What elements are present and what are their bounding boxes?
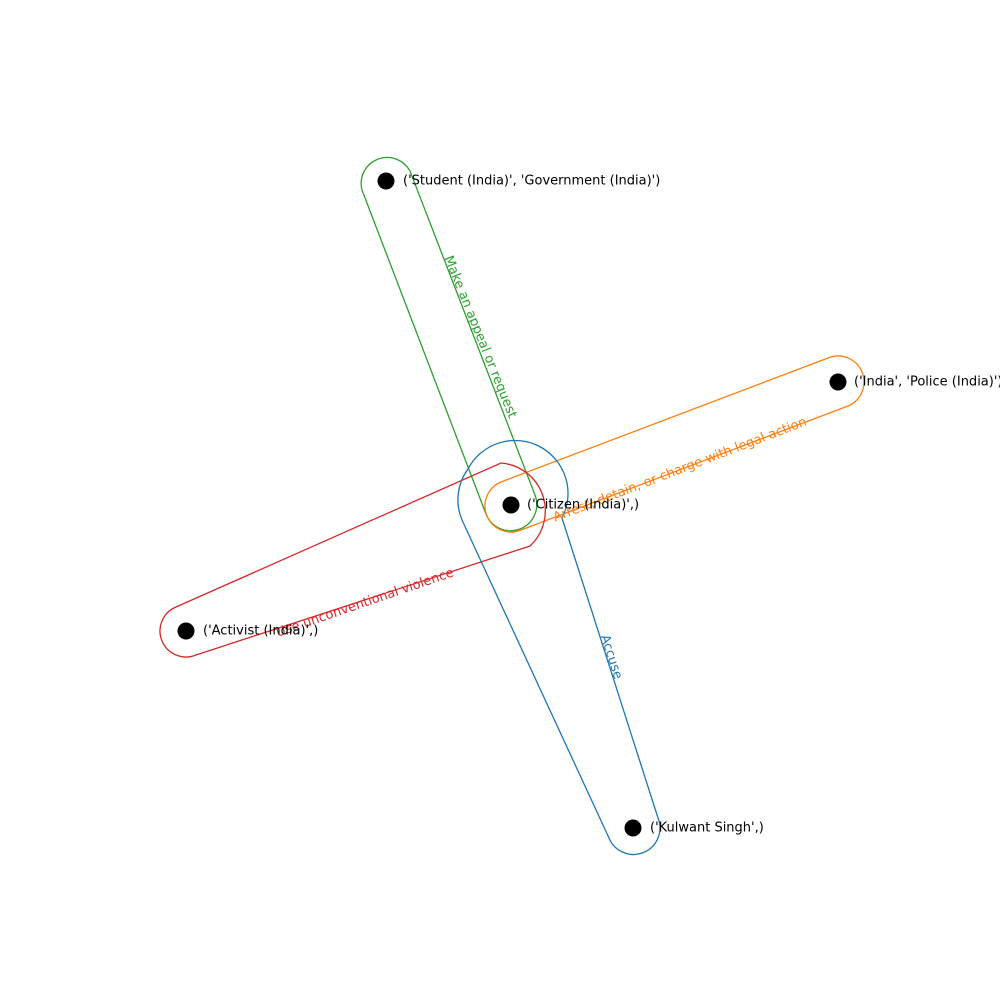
node-student-government: ('Student (India)', 'Government (India)'… — [377, 172, 660, 190]
edge-label-appeal: Make an appeal or request — [441, 254, 520, 421]
node-label: ('India', 'Police (India)') — [854, 375, 1000, 390]
node-activist: ('Activist (India)',) — [177, 622, 318, 640]
node-label: ('Kulwant Singh',) — [650, 821, 764, 836]
edge-hull-accuse — [457, 439, 661, 856]
node-marker — [829, 373, 847, 391]
node-label: ('Activist (India)',) — [203, 624, 318, 639]
node-marker — [624, 819, 642, 837]
node-citizen: ('Citizen (India)',) — [502, 496, 639, 514]
node-india-police: ('India', 'Police (India)') — [829, 373, 1000, 391]
edge-hull-arrest — [484, 355, 865, 533]
edge-hull-violence — [159, 462, 546, 658]
node-label: ('Citizen (India)',) — [527, 498, 639, 513]
node-marker — [502, 496, 520, 514]
node-label: ('Student (India)', 'Government (India)'… — [403, 174, 660, 189]
node-marker — [377, 172, 395, 190]
node-kulwant-singh: ('Kulwant Singh',) — [624, 819, 764, 837]
node-marker — [177, 622, 195, 640]
edge-label-accuse: Accuse — [597, 633, 625, 681]
edge-hull-appeal — [360, 156, 538, 532]
